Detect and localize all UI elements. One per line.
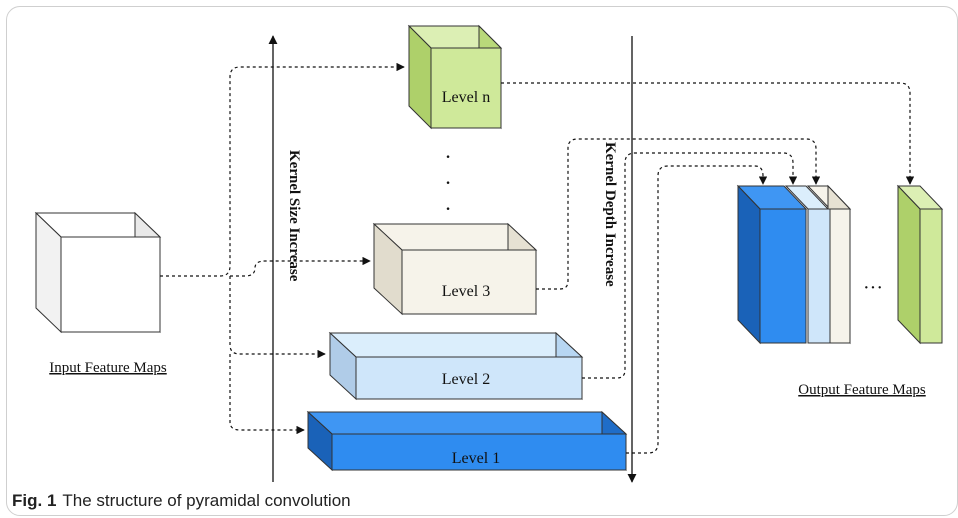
kernel-depth-label: Kernel Depth Increase	[602, 142, 618, 287]
level-3-label: Level 3	[442, 283, 490, 300]
vertical-dots: ·	[444, 196, 451, 221]
vertical-dots: ·	[444, 170, 451, 195]
level-2-label: Level 2	[442, 371, 490, 388]
input-connectors	[160, 62, 405, 435]
level-n-cube	[407, 24, 503, 130]
level-1-label: Level 1	[452, 450, 500, 467]
output-map-beige	[806, 184, 852, 345]
output-map-blue	[736, 184, 808, 345]
output-map-light-blue	[784, 185, 831, 344]
figure-number: Fig. 1	[12, 491, 57, 510]
kernel-size-label: Kernel Size Increase	[286, 150, 302, 282]
level-n-label: Level n	[442, 89, 490, 106]
output-connectors	[501, 82, 915, 454]
output-feature-maps-label: Output Feature Maps	[798, 382, 926, 398]
caption-text: The structure of pyramidal convolution	[62, 491, 351, 510]
vertical-dots: ·	[444, 144, 451, 169]
figure-caption: Fig. 1 The structure of pyramidal convolu…	[12, 491, 351, 511]
input-feature-maps-label: Input Feature Maps	[49, 360, 167, 376]
input-feature-map-cube	[34, 211, 162, 334]
output-ellipsis: ···	[863, 277, 883, 299]
level-1-cube	[306, 410, 628, 472]
level-3-cube	[372, 222, 538, 316]
output-map-green	[896, 184, 944, 345]
level-2-cube	[328, 331, 584, 401]
